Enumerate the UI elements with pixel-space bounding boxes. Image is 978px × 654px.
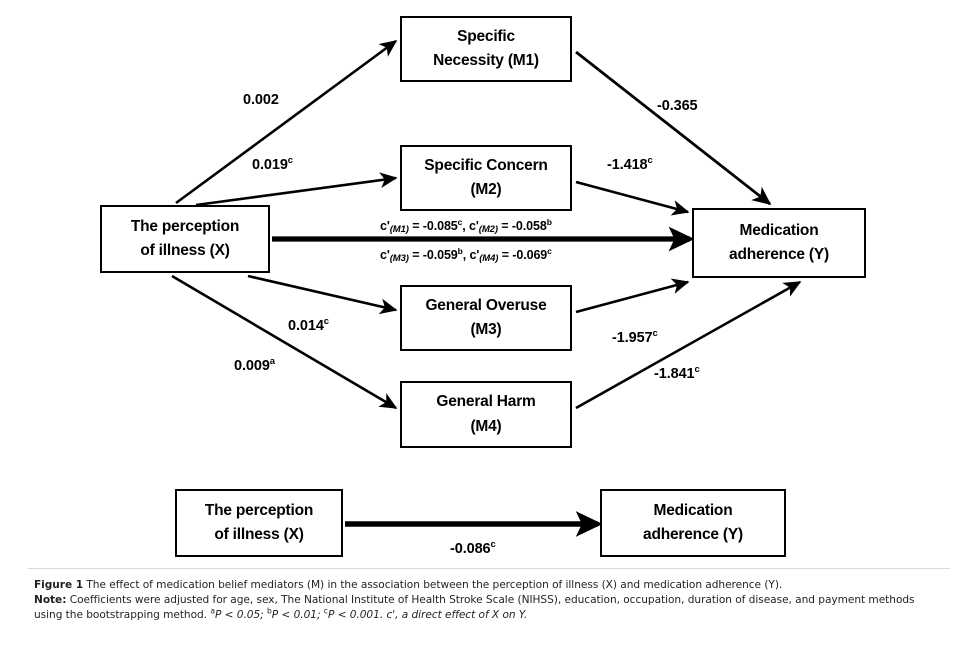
caption-line-1: Figure 1 The effect of medication belief… xyxy=(34,578,954,593)
edge-m1-to-y xyxy=(575,50,772,206)
node-y-line1: Medication xyxy=(739,221,819,239)
node-x-lower-line2: of illness (X) xyxy=(214,526,304,543)
node-specific-concern-m2[interactable]: Specific Concern (M2) xyxy=(400,145,572,211)
path-value-b3: -1.957 xyxy=(612,330,653,346)
cprime-bottom-k2-eq: = -0.069 xyxy=(498,248,548,262)
sig-marker-b: b xyxy=(266,606,272,616)
node-m1-line1: Specific xyxy=(457,27,515,45)
path-value-b1: -0.365 xyxy=(657,98,698,114)
node-perception-of-illness-x-lower[interactable]: The perception of illness (X) xyxy=(175,489,343,557)
path-sig-direct-lower: c xyxy=(490,539,496,551)
node-m3-line2: (M3) xyxy=(470,321,502,338)
direct-effect-label-m1-m2: c'(M1) = -0.085c, c'(M2) = -0.058b xyxy=(380,216,552,235)
node-x-line1: The perception xyxy=(130,217,240,235)
cprime-top-k2-eq: = -0.058 xyxy=(497,219,547,233)
path-label-m2-to-y: -1.418c xyxy=(607,155,653,173)
node-m4-line1: General Harm xyxy=(436,393,536,411)
edge-x-to-m3 xyxy=(247,274,398,315)
path-sig-a3: c xyxy=(323,316,329,328)
path-value-a3: 0.014 xyxy=(288,318,324,334)
cprime-bottom-k2-sig: c xyxy=(547,245,552,256)
node-x-lower-line1: The perception xyxy=(204,501,314,519)
node-medication-adherence-y-lower[interactable]: Medication adherence (Y) xyxy=(600,489,786,557)
cprime-top-k2-sig: b xyxy=(546,216,552,227)
path-label-x-to-m2: 0.019c xyxy=(252,155,293,173)
node-y-lower-line2: adherence (Y) xyxy=(643,526,743,543)
path-sig-b3: c xyxy=(652,328,658,340)
cprime-top-k1-prefix: c' xyxy=(380,219,390,233)
path-value-b4: -1.841 xyxy=(654,366,695,382)
direct-effect-label-m3-m4: c'(M3) = -0.059b, c'(M4) = -0.069c xyxy=(380,245,552,264)
caption-line-3: using the bootstrapping method. aP < 0.0… xyxy=(34,606,954,623)
node-m2-line1: Specific Concern xyxy=(424,156,548,174)
node-m2-line2: (M2) xyxy=(470,181,502,198)
cprime-bottom-k2-prefix: c' xyxy=(469,248,480,262)
cprime-bottom-k1-prefix: c' xyxy=(380,248,390,262)
cprime-top-k1-sub: (M1) xyxy=(389,224,409,235)
path-value-a4: 0.009 xyxy=(234,358,270,374)
path-label-x-to-m4: 0.009a xyxy=(234,356,275,374)
node-general-overuse-m3[interactable]: General Overuse (M3) xyxy=(400,285,572,351)
caption-text-1: The effect of medication belief mediator… xyxy=(86,579,783,591)
cprime-top-k1-eq: = -0.085 xyxy=(408,219,458,233)
node-x-line2: of illness (X) xyxy=(140,242,230,259)
figure-number: Figure 1 xyxy=(34,579,84,591)
path-sig-a4: a xyxy=(269,356,275,368)
node-m1-line2: Necessity (M1) xyxy=(433,52,539,69)
path-value-direct-lower: -0.086 xyxy=(450,541,491,557)
edge-m4-to-y xyxy=(575,280,802,410)
caption-line-2: Note: Coefficients were adjusted for age… xyxy=(34,593,954,608)
sig-marker-a: a xyxy=(210,606,215,616)
cprime-bottom-sep: , xyxy=(462,248,470,262)
path-label-m3-to-y: -1.957c xyxy=(612,328,658,346)
path-value-a2: 0.019 xyxy=(252,157,288,173)
cprime-top-sep: , xyxy=(462,219,470,233)
node-y-lower-line1: Medication xyxy=(653,501,733,519)
node-perception-of-illness-x[interactable]: The perception of illness (X) xyxy=(100,205,270,273)
note-label: Note: xyxy=(34,594,67,607)
edge-m2-to-y xyxy=(575,180,690,216)
path-value-b2: -1.418 xyxy=(607,157,648,173)
cprime-bottom-k2-sub: (M4) xyxy=(479,253,499,264)
sig-text-a: P < 0.05; xyxy=(214,609,267,622)
cprime-top-k1-sig: c xyxy=(457,216,463,227)
node-general-harm-m4[interactable]: General Harm (M4) xyxy=(400,381,572,448)
caption-text-2: Coefficients were adjusted for age, sex,… xyxy=(69,594,915,607)
node-medication-adherence-y[interactable]: Medication adherence (Y) xyxy=(692,208,866,278)
edge-m3-to-y xyxy=(575,278,690,314)
path-sig-b4: c xyxy=(694,364,700,376)
path-label-x-to-m1: 0.002 xyxy=(243,92,279,108)
path-label-x-to-m3: 0.014c xyxy=(288,316,329,334)
edge-x-to-m1 xyxy=(175,39,398,205)
cprime-bottom-k1-eq: = -0.059 xyxy=(408,248,458,262)
cprime-bottom-k1-sub: (M3) xyxy=(389,253,409,264)
edge-x-to-m4 xyxy=(171,274,398,410)
sig-text-c: P < 0.001. c', a direct effect of X on Y… xyxy=(327,609,528,622)
sig-marker-c: c xyxy=(323,606,328,616)
cprime-bottom-k1-sig: b xyxy=(457,245,463,256)
path-label-m1-to-y: -0.365 xyxy=(657,98,698,114)
caption-text-3: using the bootstrapping method. xyxy=(34,609,211,622)
node-y-line2: adherence (Y) xyxy=(729,246,829,263)
path-sig-b2: c xyxy=(647,155,653,167)
edge-x-to-m2 xyxy=(195,172,398,207)
node-specific-necessity-m1[interactable]: Specific Necessity (M1) xyxy=(400,16,572,82)
path-label-m4-to-y: -1.841c xyxy=(654,364,700,382)
figure-caption: Figure 1 The effect of medication belief… xyxy=(34,578,954,623)
sig-text-b: P < 0.01; xyxy=(271,609,324,622)
node-m4-line2: (M4) xyxy=(470,417,502,435)
caption-divider xyxy=(28,568,950,569)
path-value-a1: 0.002 xyxy=(243,92,279,108)
path-label-x-to-y-lower: -0.086c xyxy=(450,539,496,557)
path-sig-a2: c xyxy=(287,155,293,167)
node-m3-line1: General Overuse xyxy=(425,296,547,314)
cprime-top-k2-prefix: c' xyxy=(469,219,479,233)
cprime-top-k2-sub: (M2) xyxy=(478,224,498,235)
